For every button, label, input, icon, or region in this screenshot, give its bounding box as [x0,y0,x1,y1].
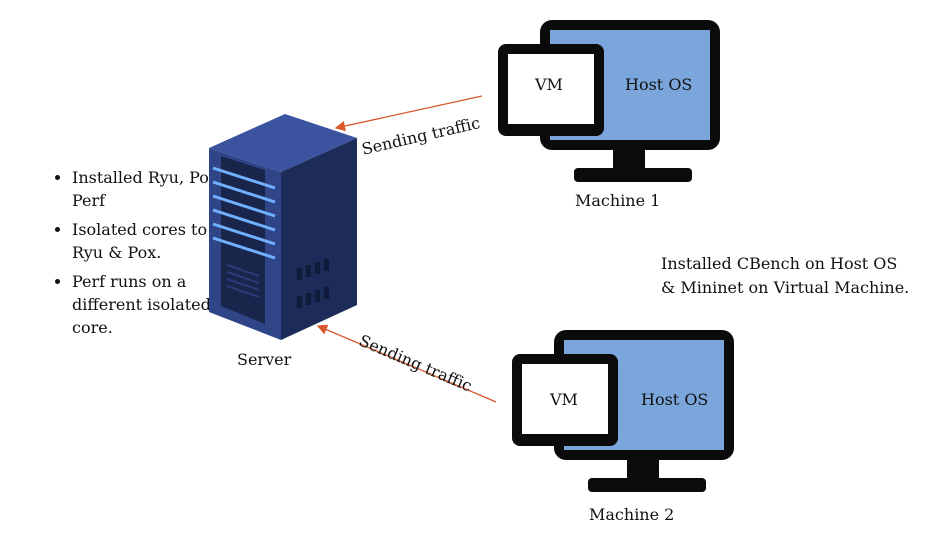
host-os-label: Host OS [625,75,693,94]
traffic-arrow-2 [316,324,497,403]
server-note-item: Perf runs on a different isolated core. [72,270,242,339]
machine-2-label: Machine 2 [589,505,675,524]
server-label: Server [237,350,292,369]
setup-note: Installed CBench on Host OS & Mininet on… [661,252,909,300]
vm-label: VM [550,390,578,409]
server-icon [209,114,357,340]
monitor-icon [512,330,734,492]
server-notes: Installed Ryu, Pox, Perf Isolated cores … [48,166,242,345]
server-note-item: Isolated cores to run Ryu & Pox. [72,218,242,264]
monitor-icon [498,20,720,182]
machine-1-label: Machine 1 [575,191,661,210]
server-note-item: Installed Ryu, Pox, Perf [72,166,242,212]
host-os-label: Host OS [641,390,709,409]
vm-label: VM [535,75,563,94]
setup-note-line: & Mininet on Virtual Machine. [661,278,910,297]
traffic-arrow-1 [334,95,483,132]
setup-note-line: Installed CBench on Host OS [661,254,898,273]
